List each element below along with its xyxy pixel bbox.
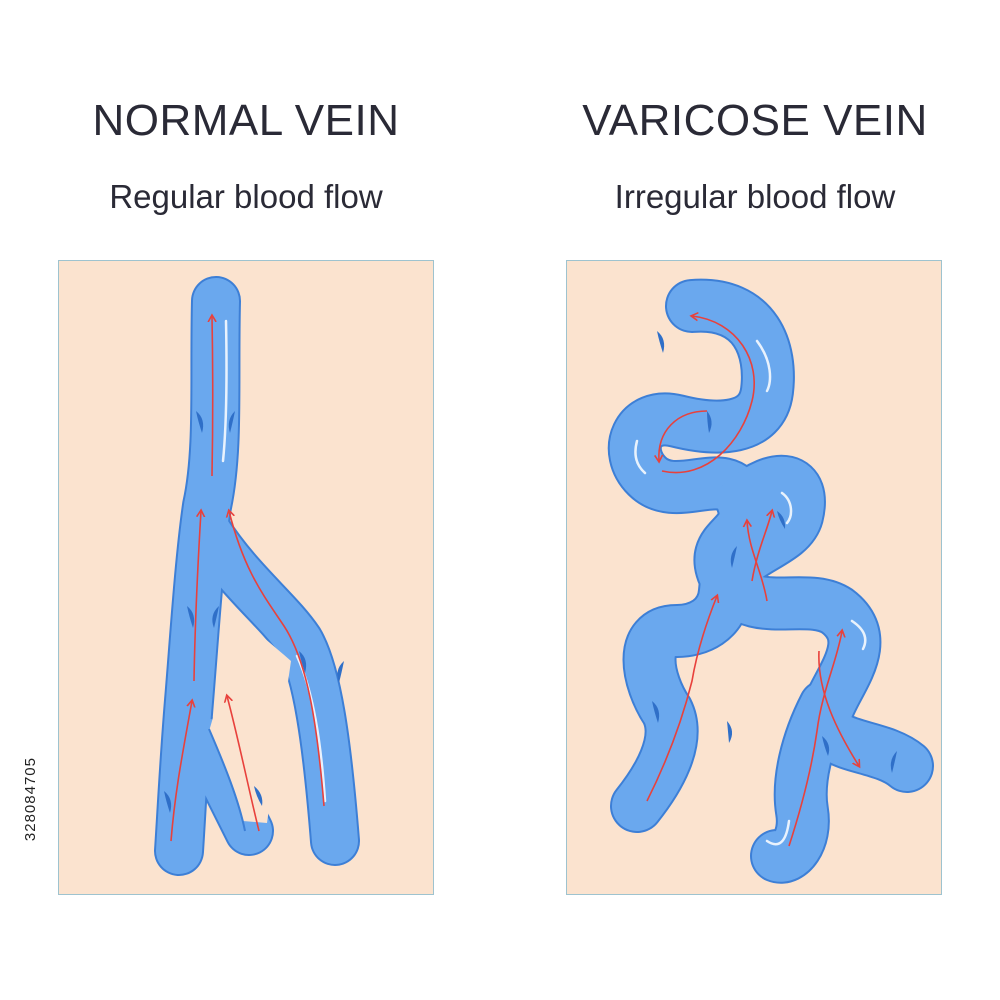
normal-vein-shape (154, 276, 360, 876)
varicose-vein-shape (607, 278, 934, 884)
varicose-vein-panel (566, 260, 942, 895)
normal-vein-panel (58, 260, 434, 895)
varicose-vein-valves (652, 331, 897, 773)
varicose-vein-title: VARICOSE VEIN (582, 96, 928, 145)
normal-vein-illustration (154, 276, 360, 876)
normal-vein-flow-arrows (170, 316, 325, 842)
varicose-vein-illustration (607, 278, 934, 884)
stock-image-id: 328084705 (22, 757, 39, 842)
normal-vein-title: NORMAL VEIN (92, 96, 400, 145)
varicose-vein-subtitle: Irregular blood flow (614, 178, 896, 215)
normal-vein-valves (164, 411, 344, 813)
normal-vein-subtitle: Regular blood flow (109, 178, 383, 215)
varicose-vein-flow-arrows (646, 316, 859, 847)
